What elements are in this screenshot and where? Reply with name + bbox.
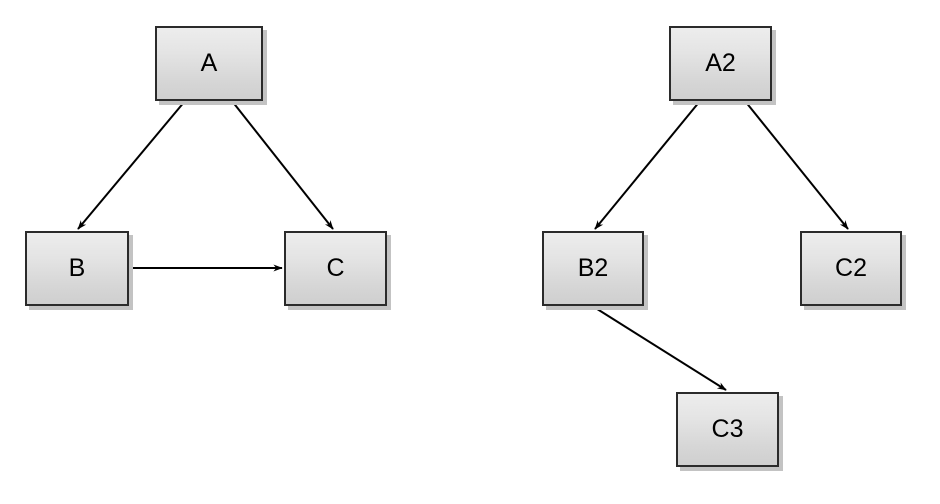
node-label-b: B <box>68 254 86 282</box>
node-c2[interactable]: C2 <box>800 231 902 306</box>
node-label-c3: C3 <box>711 415 744 443</box>
node-label-a2: A2 <box>705 49 736 77</box>
node-label-c2: C2 <box>835 254 867 282</box>
edge-a-to-b <box>77 100 186 230</box>
node-label-a: A <box>200 49 218 77</box>
node-label-b2: B2 <box>577 254 609 282</box>
node-c[interactable]: C <box>284 231 387 306</box>
edge-b2-to-c3 <box>593 306 727 391</box>
node-a[interactable]: A <box>155 26 263 101</box>
node-a2[interactable]: A2 <box>669 26 772 101</box>
node-b[interactable]: B <box>25 231 129 306</box>
node-c3[interactable]: C3 <box>676 392 779 467</box>
edge-a2-to-b2 <box>594 100 701 230</box>
edge-a2-to-c2 <box>744 100 849 230</box>
node-b2[interactable]: B2 <box>542 231 644 306</box>
edge-a-to-c <box>231 100 334 230</box>
node-label-c: C <box>326 254 345 282</box>
